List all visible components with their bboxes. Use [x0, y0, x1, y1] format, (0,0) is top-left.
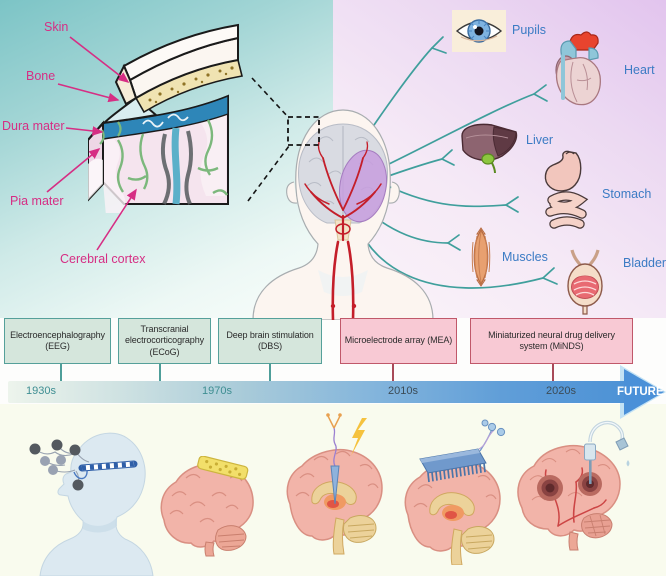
timeline-box-dbs-label: Deep brain stimulation (DBS) [226, 329, 314, 351]
heart-label: Heart [624, 63, 655, 77]
stem-mea [392, 364, 394, 382]
eeg-head-illustration [29, 432, 154, 576]
pupils-label: Pupils [512, 23, 547, 37]
cortex-cross-section-illustration [88, 23, 243, 213]
skin-label: Skin [44, 20, 69, 34]
lightning-icon [351, 418, 367, 456]
timeline-box-dbs: Deep brain stimulation (DBS) [218, 318, 322, 364]
era-1970s: 1970s [202, 385, 232, 397]
era-2020s: 2020s [546, 385, 576, 397]
stem-dbs [269, 364, 271, 382]
bladder-icon [567, 249, 603, 315]
era-2010s: 2010s [388, 385, 418, 397]
muscle-icon [471, 227, 491, 287]
bone-label: Bone [26, 69, 56, 83]
stem-minds [552, 364, 554, 382]
stomach-label: Stomach [602, 187, 652, 201]
timeline-box-eeg: Electroencephalography (EEG) [4, 318, 111, 364]
dbs-electrode [330, 465, 340, 505]
mea-brain-illustration [404, 419, 506, 565]
cerebral-cortex-label: Cerebral cortex [60, 252, 146, 266]
ecog-brain-illustration [160, 456, 254, 557]
timeline-box-eeg-label: Electroencephalography (EEG) [10, 329, 105, 351]
timeline-box-minds-label: Miniaturized neural drug delivery system… [488, 329, 615, 351]
timeline-box-minds: Miniaturized neural drug delivery system… [470, 318, 633, 364]
stem-ecog [159, 364, 161, 382]
ecog-electrode-strip [197, 456, 249, 480]
era-1930s: 1930s [26, 385, 56, 397]
heart-icon [555, 31, 601, 106]
liver-icon [461, 123, 518, 174]
timeline-arrowhead [624, 369, 664, 415]
stem-eeg [60, 364, 62, 382]
timeline-arrow-bar [8, 381, 626, 403]
minds-catheter [584, 420, 630, 484]
era-future: FUTURE [617, 386, 664, 398]
human-head-figure [252, 109, 434, 320]
pia-mater-label: Pia mater [10, 194, 64, 208]
dbs-brain-illustration [286, 413, 383, 555]
bladder-label: Bladder [623, 256, 666, 270]
eye-icon [452, 10, 506, 52]
timeline-box-mea-label: Microelectrode array (MEA) [344, 335, 453, 346]
timeline-box-mea: Microelectrode array (MEA) [340, 318, 457, 364]
timeline-box-ecog-label: Transcranial electrocorticography (ECoG) [124, 324, 205, 357]
timeline-box-ecog: Transcranial electrocorticography (ECoG) [118, 318, 211, 364]
muscles-label: Muscles [502, 250, 548, 264]
minds-brain-illustration [517, 420, 630, 551]
dura-mater-label: Dura mater [2, 119, 65, 133]
mea-array [419, 419, 506, 483]
stomach-icon [544, 150, 589, 229]
anatomy-arrows [46, 36, 137, 251]
magnifier-dashed-box [287, 116, 320, 146]
liver-label: Liver [526, 133, 554, 147]
